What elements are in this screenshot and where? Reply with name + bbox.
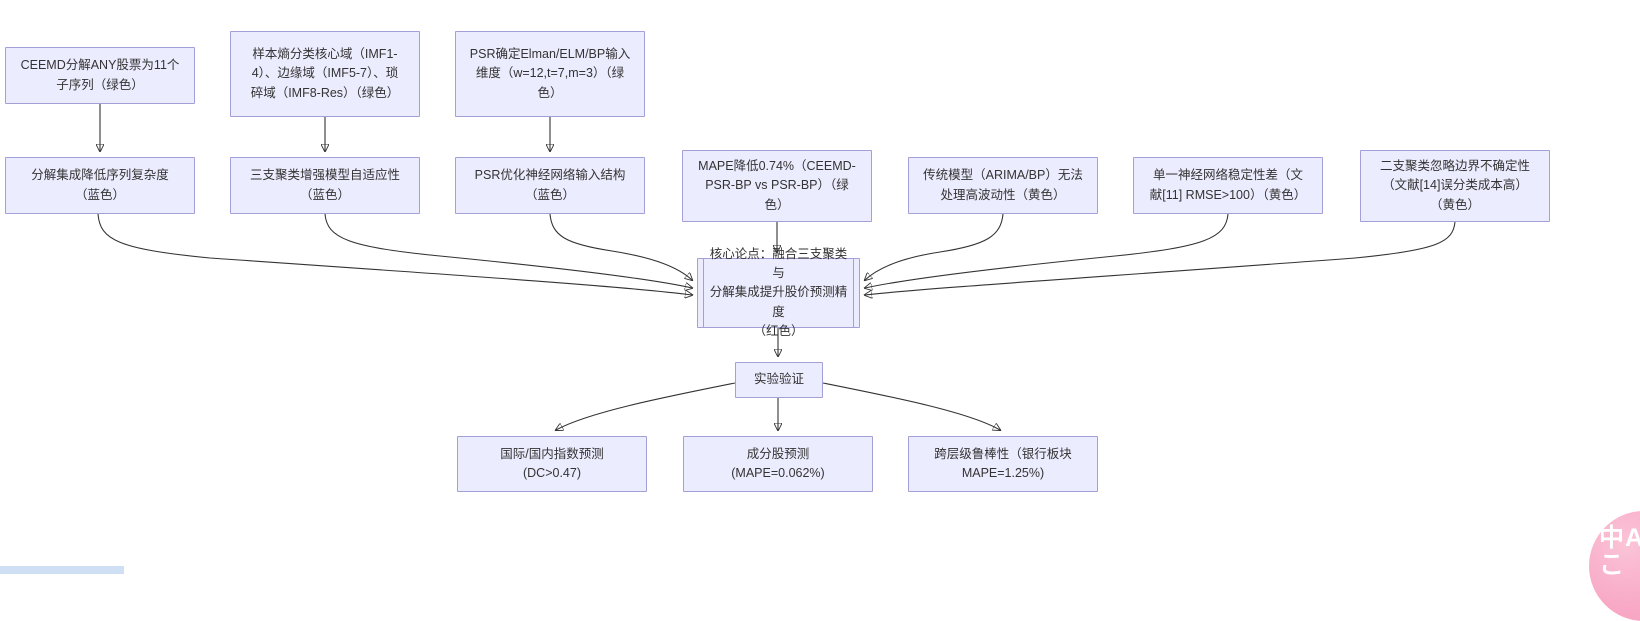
node-experimental-validation: 实验验证	[735, 362, 823, 398]
node-traditional-model-limitation: 传统模型（ARIMA/BP）无法 处理高波动性（黄色）	[908, 157, 1098, 214]
node-decomposition-reduces-complexity: 分解集成降低序列复杂度 （蓝色）	[5, 157, 195, 214]
edge-exp-c3	[822, 382, 1000, 430]
edge-b9-center	[865, 213, 1229, 288]
edge-exp-c1	[556, 382, 736, 430]
edge-b4-center	[97, 213, 692, 295]
node-ceemd-decompose: CEEMD分解ANY股票为11个 子序列（绿色）	[5, 47, 195, 104]
node-constituent-stock-prediction: 成分股预测 (MAPE=0.062%)	[683, 436, 873, 492]
node-single-nn-instability: 单一神经网络稳定性差（文 献[11] RMSE>100）（黄色）	[1133, 157, 1323, 214]
node-mape-reduction: MAPE降低0.74%（CEEMD- PSR-BP vs PSR-BP）（绿 色…	[682, 150, 872, 222]
node-index-prediction: 国际/国内指数预测 (DC>0.47)	[457, 436, 647, 492]
edge-b10-center	[865, 221, 1456, 295]
bottom-highlight-strip	[0, 566, 124, 574]
translate-icon: 中A こ	[1599, 524, 1640, 579]
translate-float-button[interactable]: 中A こ	[1589, 511, 1640, 621]
node-three-way-clustering-adaptivity: 三支聚类增强模型自适应性 （蓝色）	[230, 157, 420, 214]
node-psr-input-dimension: PSR确定Elman/ELM/BP输入 维度（w=12,t=7,m=3）（绿 色…	[455, 31, 645, 117]
node-core-thesis: 核心论点：融合三支聚类与 分解集成提升股价预测精度 （红色）	[697, 247, 860, 338]
node-psr-optimizes-input-structure: PSR优化神经网络输入结构 （蓝色）	[455, 157, 645, 214]
flowchart-canvas: CEEMD分解ANY股票为11个 子序列（绿色） 样本熵分类核心域（IMF1- …	[0, 31, 1640, 621]
node-cross-level-robustness: 跨层级鲁棒性（银行板块 MAPE=1.25%)	[908, 436, 1098, 492]
node-two-way-clustering-limitation: 二支聚类忽略边界不确定性 （文献[14]误分类成本高） （黄色）	[1360, 150, 1550, 222]
edge-b6-center	[549, 213, 692, 280]
edge-b8-center	[865, 213, 1004, 280]
node-sample-entropy-domains: 样本熵分类核心域（IMF1- 4）、边缘域（IMF5-7）、琐 碎域（IMF8-…	[230, 31, 420, 117]
edge-b5-center	[324, 213, 692, 288]
